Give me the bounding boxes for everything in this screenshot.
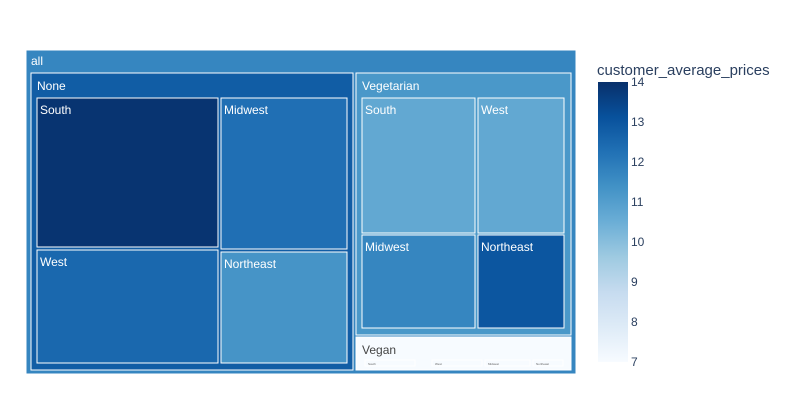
tile-label-none-midwest: Midwest (224, 103, 269, 117)
colorbar-tick-13: 13 (631, 115, 645, 129)
tile-leaf-vegetarian-west[interactable] (477, 97, 565, 234)
tile-leaf-vegan-west[interactable] (431, 359, 483, 367)
tile-leaf-vegetarian-midwest[interactable] (361, 234, 476, 329)
tile-label-vegan: Vegan (362, 343, 396, 357)
tile-leaf-none-west[interactable] (36, 249, 219, 364)
tile-label-none-south: South (40, 103, 71, 117)
colorbar: customer_average_prices 7 8 9 10 11 12 13 14 (597, 62, 770, 369)
colorbar-tick-12: 12 (631, 155, 645, 169)
tile-leaf-vegan-midwest[interactable] (484, 359, 531, 367)
tile-leaf-vegetarian-northeast[interactable] (477, 234, 565, 329)
colorbar-tick-8: 8 (631, 315, 638, 329)
tile-leaf-none-south[interactable] (36, 97, 219, 248)
tile-label-none-northeast: Northeast (224, 257, 277, 271)
tile-label-vegetarian-west: West (481, 103, 509, 117)
tile-label-vegan-midwest: Midwest (488, 362, 499, 366)
tile-leaf-none-midwest[interactable] (220, 97, 348, 250)
tile-label-none-west: West (40, 255, 68, 269)
colorbar-tick-11: 11 (631, 195, 644, 209)
colorbar-tick-10: 10 (631, 235, 645, 249)
colorbar-title: customer_average_prices (597, 62, 770, 79)
tile-label-vegetarian-south: South (365, 103, 396, 117)
tile-label-vegetarian-midwest: Midwest (365, 240, 410, 254)
colorbar-tick-7: 7 (631, 355, 638, 369)
tile-label-vegan-northeast: Northeast (536, 362, 549, 366)
tile-leaf-none-northeast[interactable] (220, 251, 348, 364)
colorbar-gradient (598, 82, 628, 362)
tile-label-vegan-west: West (435, 362, 442, 366)
tile-leaf-vegetarian-south[interactable] (361, 97, 476, 234)
tile-label-vegetarian: Vegetarian (362, 79, 419, 93)
tile-leaf-vegan-northeast[interactable] (532, 359, 564, 367)
tile-label-root: all (31, 54, 43, 68)
tile-label-vegetarian-northeast: Northeast (481, 240, 534, 254)
tile-label-vegan-south: South (368, 362, 376, 366)
colorbar-tick-9: 9 (631, 275, 638, 289)
colorbar-ticks: 7 8 9 10 11 12 13 14 (631, 75, 645, 369)
colorbar-tick-14: 14 (631, 75, 645, 89)
tile-leaf-vegan-south[interactable] (364, 359, 416, 367)
tile-label-none: None (37, 79, 66, 93)
